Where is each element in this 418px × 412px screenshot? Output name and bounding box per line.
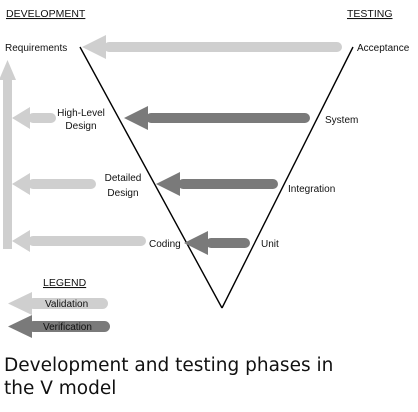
legend-verification-label: Verification [43,322,92,333]
phase-high-level-design-line1: High-Level [57,108,105,119]
phase-unit: Unit [261,239,279,250]
phase-system: System [325,115,358,126]
legend-verification-arrow [8,315,110,338]
figure-caption: Development and testing phases in the V … [4,354,414,400]
phase-detailed-design-line1: Detailed [105,173,142,184]
v-model-diagram: DEVELOPMENT TESTING Requirements Hig [0,8,410,338]
legend-title: LEGEND [43,277,87,289]
validation-arrow-coding [12,230,146,252]
validation-arrow-acceptance-requirements [82,35,342,59]
phase-integration: Integration [288,184,335,195]
legend-validation-arrow [8,292,108,315]
testing-header: TESTING [347,8,393,20]
caption-line-2: the V model [4,378,117,399]
phase-high-level-design-line2: Design [65,121,96,132]
development-header: DEVELOPMENT [6,8,86,20]
validation-arrow-vertical [0,60,16,249]
phase-requirements: Requirements [5,43,67,54]
verification-arrow-system-high-level [124,106,310,130]
caption-line-1: Development and testing phases in [4,355,334,376]
phase-acceptance: Acceptance [357,43,410,54]
v-left-line [79,46,223,309]
phase-detailed-design-line2: Design [107,188,138,199]
verification-arrow-integration-detailed [156,172,278,196]
v-right-line [221,46,354,309]
legend-validation-label: Validation [45,299,88,310]
verification-arrow-unit-coding [184,231,250,255]
phase-coding: Coding [149,239,181,250]
validation-arrow-detailed [12,173,96,195]
validation-arrow-high-level [12,107,56,129]
